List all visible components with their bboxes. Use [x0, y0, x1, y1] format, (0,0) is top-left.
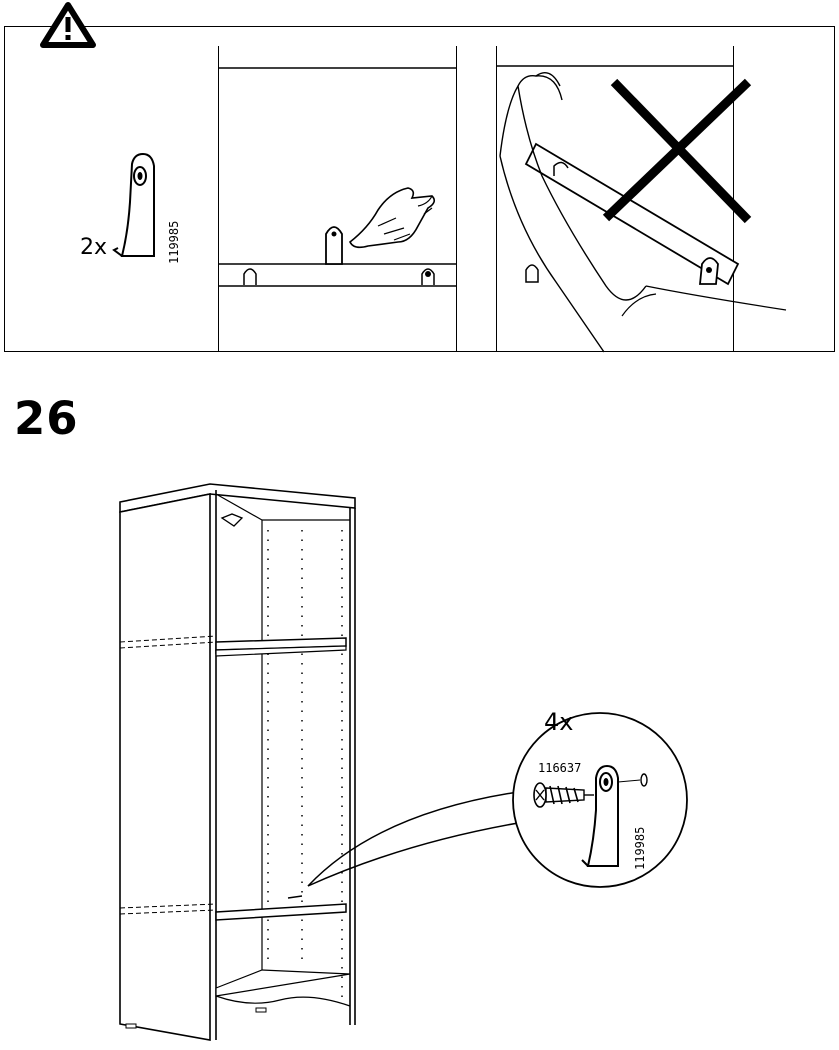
- bracket-quantity-label: 2x: [80, 235, 107, 260]
- bracket-part-number: 119985: [167, 221, 181, 264]
- callout-connector: [300, 790, 540, 890]
- callout-bracket-part-number: 119985: [633, 827, 647, 870]
- incorrect-mounting-illustration: [496, 46, 796, 352]
- warning-triangle-icon: [40, 2, 96, 48]
- bracket-part-illustration: [110, 152, 170, 262]
- correct-mounting-illustration: [218, 46, 457, 352]
- step-number: 26: [14, 396, 79, 441]
- screw-part-number: 116637: [538, 761, 581, 775]
- cabinet-illustration: [110, 480, 370, 1050]
- bracket-quantity-label-svg: 2x: [78, 230, 118, 260]
- bracket-part-number-svg: 119985: [164, 200, 184, 270]
- callout-labels: 4x 116637 119985: [510, 700, 690, 880]
- callout-quantity-label: 4x: [544, 708, 573, 736]
